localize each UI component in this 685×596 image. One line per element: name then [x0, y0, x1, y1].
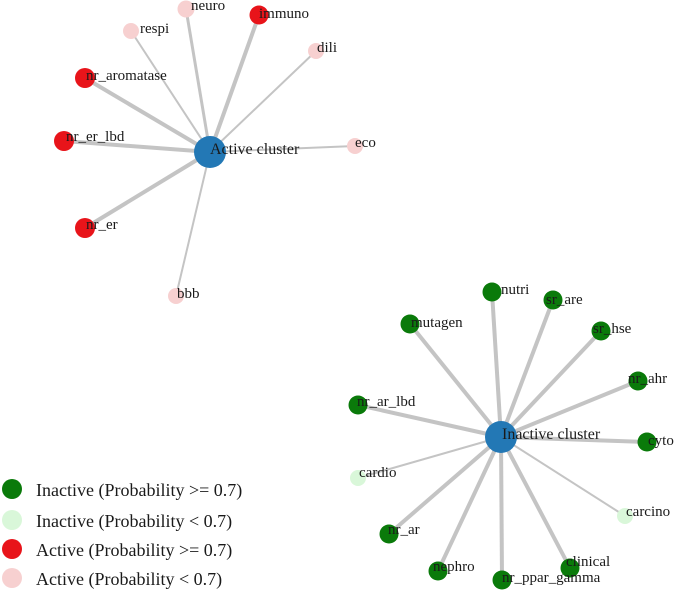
node-respi	[123, 23, 139, 39]
edge-active-nr-aromatase	[83, 76, 212, 154]
node-cardio	[350, 470, 366, 486]
node-nr-ppar-gamma	[492, 570, 512, 590]
label-nr-er-lbd: nr_er_lbd	[66, 129, 125, 145]
edge-inactive-carcino	[500, 436, 626, 517]
legend-swatch	[2, 568, 22, 588]
label-immuno: immuno	[259, 6, 309, 22]
label-nutri: nutri	[501, 282, 529, 298]
label-bbb: bbb	[177, 286, 200, 302]
edge-inactive-nr-ppar-gamma	[499, 436, 504, 581]
node-dili	[308, 43, 324, 59]
node-clinical	[560, 558, 580, 578]
active-cluster-group: neuro immuno respi dili nr_aromatase nr_…	[54, 0, 376, 304]
edge-inactive-mutagen	[408, 322, 503, 439]
label-cardio: cardio	[359, 465, 396, 481]
label-nr-ar-lbd: nr_ar_lbd	[357, 394, 416, 410]
hub-active-cluster	[194, 136, 226, 168]
edge-active-nr-er	[83, 150, 212, 230]
node-neuro	[177, 0, 195, 18]
edge-inactive-nr-ar-lbd	[357, 403, 502, 439]
label-clinical: clinical	[566, 554, 610, 570]
edge-inactive-cyto	[500, 435, 648, 444]
edge-inactive-nephro	[436, 436, 503, 572]
edge-inactive-sr-hse	[499, 329, 603, 439]
hub-inactive-cluster	[485, 421, 517, 453]
edge-active-nr-er-lbd	[63, 139, 211, 154]
legend: Inactive (Probability >= 0.7) Inactive (…	[2, 479, 242, 590]
legend-swatch	[2, 539, 22, 559]
legend-item-active-high: Active (Probability >= 0.7)	[2, 539, 232, 561]
edge-active-eco	[209, 145, 356, 153]
legend-item-inactive-low: Inactive (Probability < 0.7)	[2, 510, 232, 532]
label-neuro: neuro	[191, 0, 225, 14]
label-mutagen: mutagen	[411, 315, 463, 331]
legend-label: Inactive (Probability < 0.7)	[36, 511, 232, 532]
node-eco	[347, 138, 363, 154]
node-nr-ahr	[628, 371, 648, 391]
label-respi: respi	[140, 21, 169, 37]
hub-label-inactive: Inactive cluster	[502, 426, 601, 443]
legend-label: Active (Probability >= 0.7)	[36, 540, 232, 561]
inactive-cluster-group: nutri sr_are mutagen sr_hse nr_ahr nr_ar…	[348, 282, 674, 590]
label-sr-hse: sr_hse	[593, 321, 632, 337]
edge-active-neuro	[184, 8, 212, 153]
node-nr-er	[75, 218, 95, 238]
node-nutri	[482, 282, 502, 302]
label-eco: eco	[355, 135, 376, 151]
hub-label-active: Active cluster	[210, 141, 300, 158]
edge-active-bbb	[175, 151, 211, 297]
legend-swatch	[2, 510, 22, 530]
node-cyto	[637, 432, 657, 452]
node-nr-ar	[379, 524, 399, 544]
label-cyto: cyto	[648, 433, 674, 449]
label-nr-er: nr_er	[86, 217, 118, 233]
edge-active-respi	[130, 30, 211, 153]
label-sr-are: sr_are	[546, 292, 583, 308]
label-carcino: carcino	[626, 504, 670, 520]
legend-swatch	[2, 479, 22, 499]
edge-inactive-cardio	[357, 436, 502, 479]
node-nephro	[428, 561, 448, 581]
node-carcino	[617, 508, 633, 524]
edge-active-dili	[209, 50, 317, 153]
label-nr-aromatase: nr_aromatase	[86, 68, 167, 84]
legend-item-active-low: Active (Probability < 0.7)	[2, 568, 222, 590]
label-nr-ar: nr_ar	[388, 522, 420, 538]
node-nr-aromatase	[75, 68, 95, 88]
legend-item-inactive-high: Inactive (Probability >= 0.7)	[2, 479, 242, 501]
node-nr-ar-lbd	[348, 395, 368, 415]
node-bbb	[168, 288, 184, 304]
legend-label: Active (Probability < 0.7)	[36, 569, 222, 590]
node-mutagen	[400, 314, 420, 334]
node-immuno	[249, 5, 269, 25]
label-nr-ahr: nr_ahr	[628, 371, 667, 387]
edge-inactive-nutri	[490, 291, 503, 438]
edge-inactive-sr-are	[499, 299, 555, 438]
node-nr-er-lbd	[54, 131, 74, 151]
legend-label: Inactive (Probability >= 0.7)	[36, 480, 242, 501]
edge-inactive-nr-ahr	[500, 379, 639, 439]
label-dili: dili	[317, 40, 337, 56]
edge-inactive-clinical	[499, 436, 572, 569]
node-sr-are	[543, 290, 563, 310]
label-nephro: nephro	[433, 559, 475, 575]
label-nr-ppar-gamma: nr_ppar_gamma	[502, 570, 601, 586]
edge-active-immuno	[208, 14, 261, 153]
node-sr-hse	[591, 321, 611, 341]
edge-inactive-nr-ar	[387, 435, 503, 536]
